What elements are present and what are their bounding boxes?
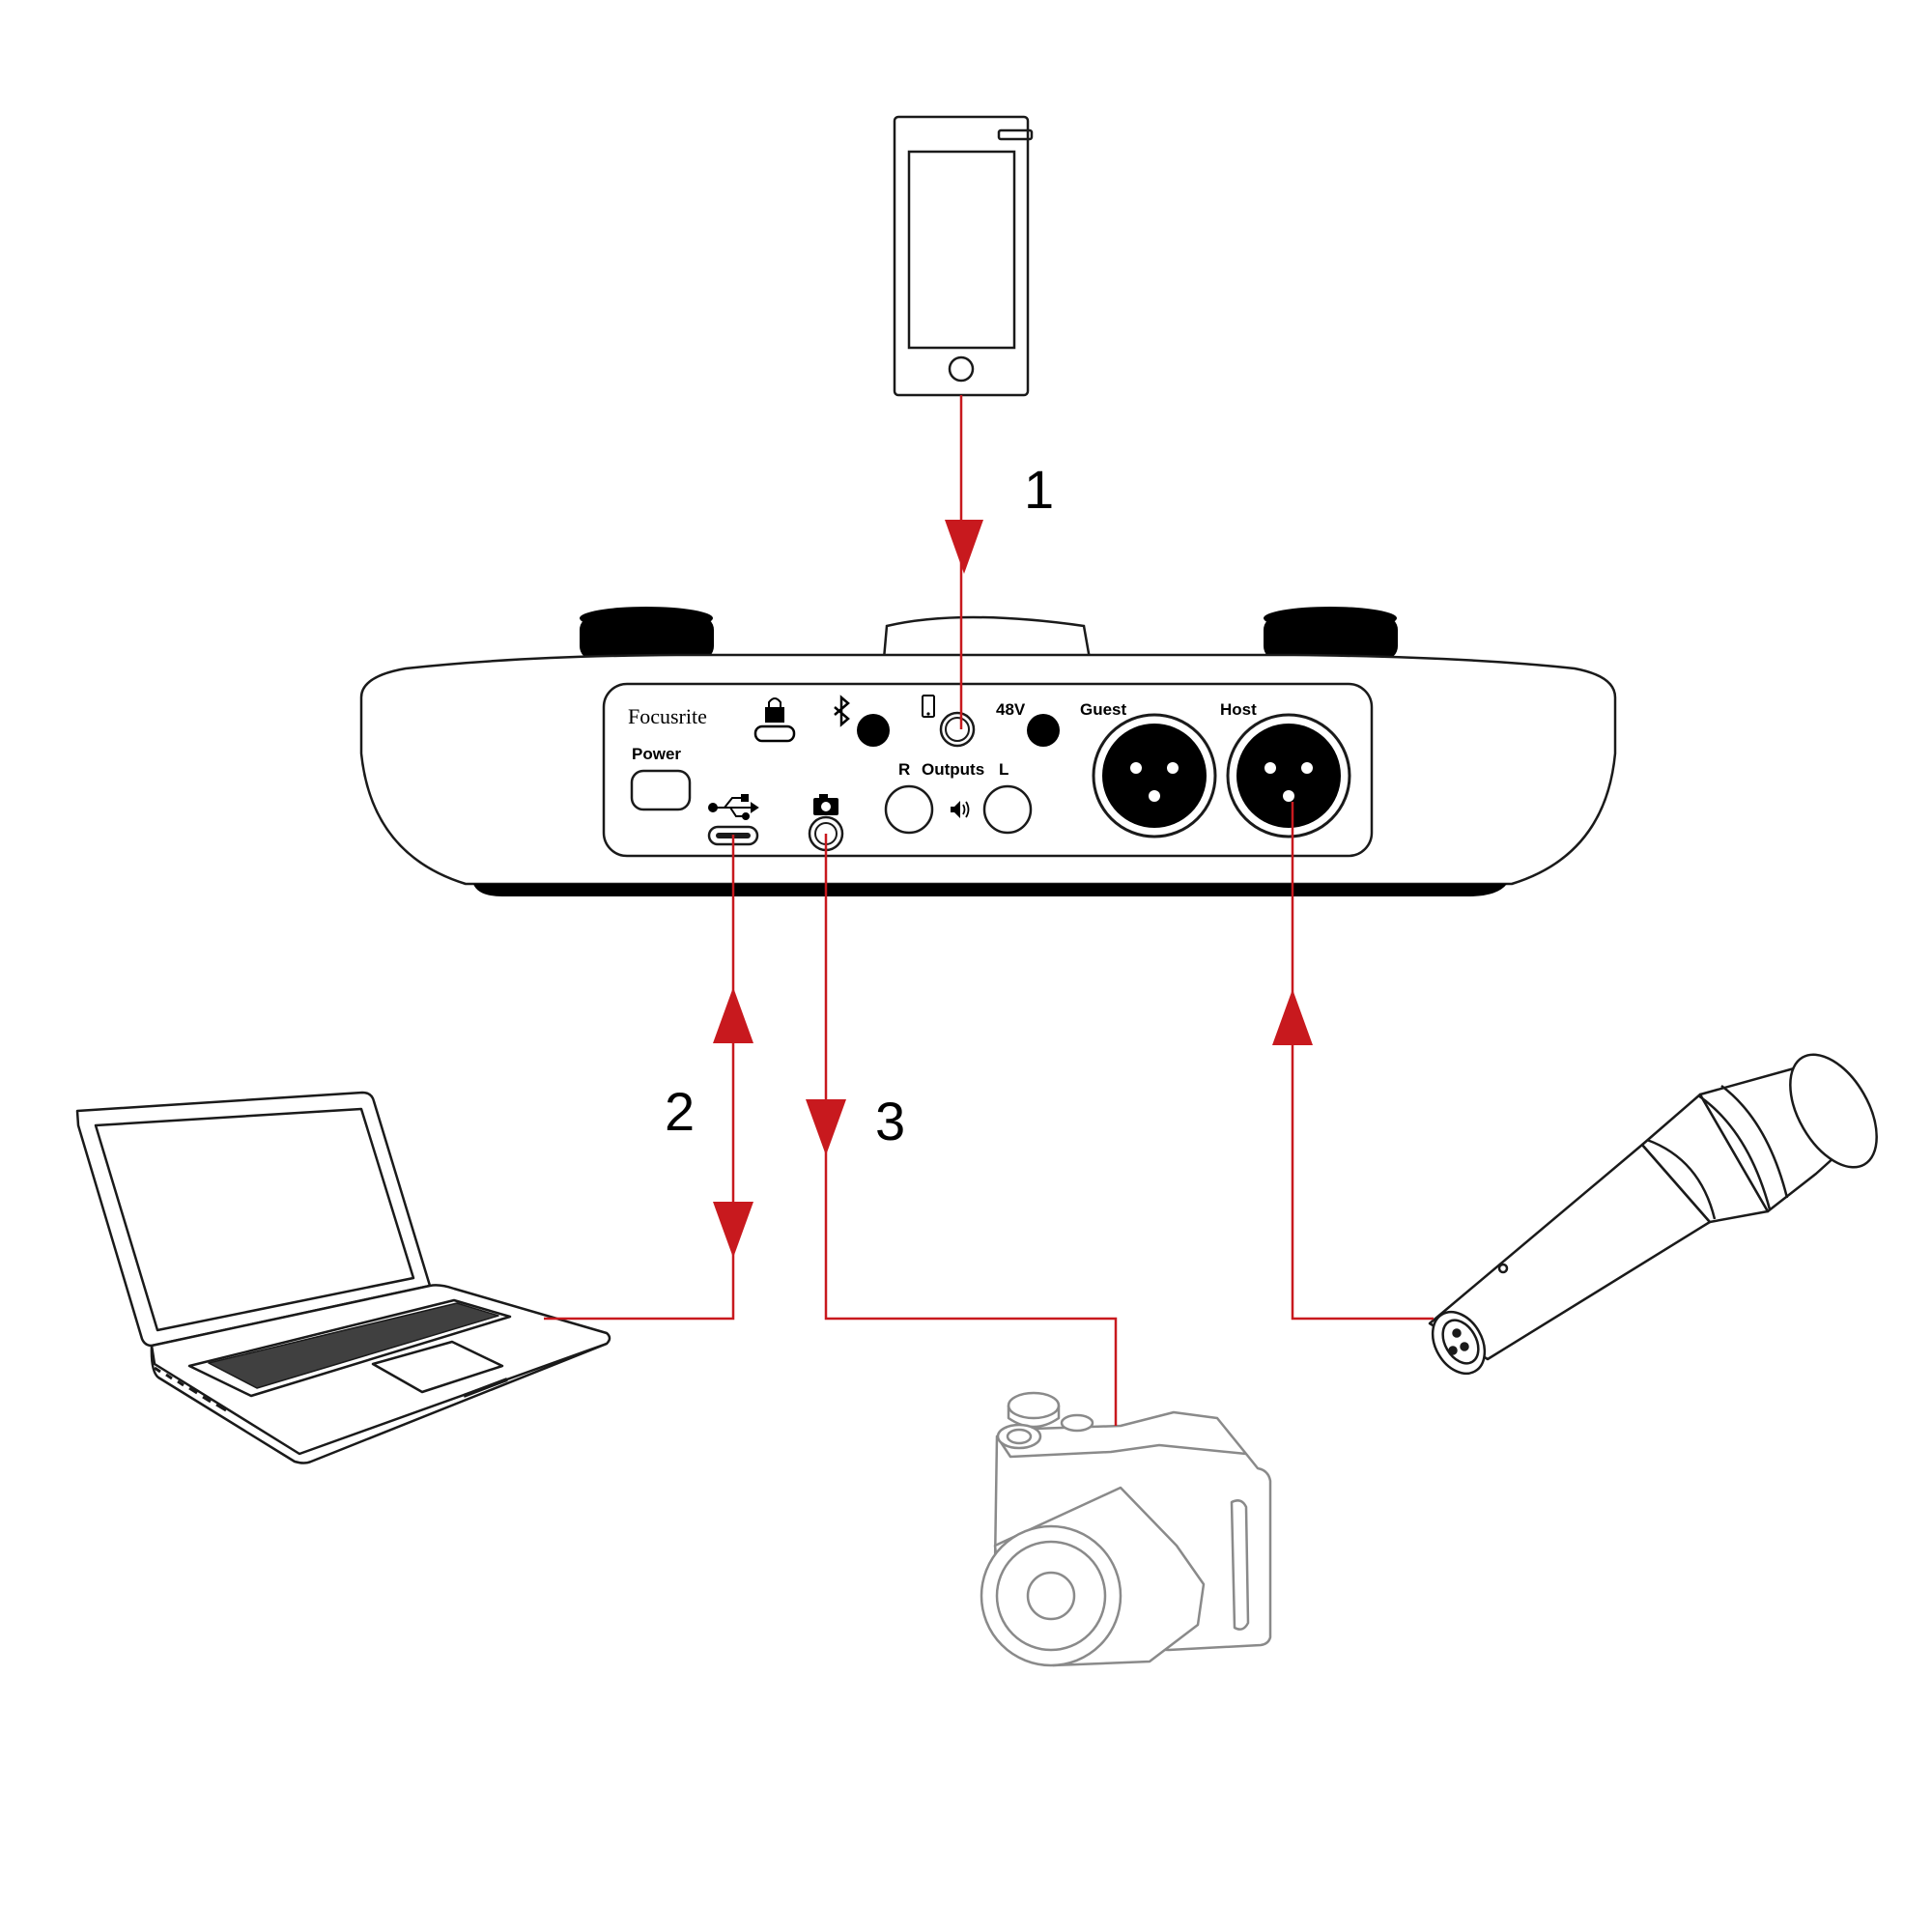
power-button[interactable] (630, 769, 692, 811)
step-3-label: 3 (875, 1091, 905, 1151)
audio-interface: Focusrite Power 48V Guest Host R Outputs… (359, 607, 1617, 896)
guest-label: Guest (1080, 700, 1127, 719)
host-xlr-input[interactable] (1226, 713, 1351, 838)
bluetooth-icon (834, 695, 850, 727)
microphone-icon (1428, 1053, 1878, 1376)
guest-xlr-input[interactable] (1092, 713, 1217, 838)
kensington-lock-icon (753, 697, 796, 743)
arrow-2-up (713, 987, 753, 1043)
camera-output-icon (813, 794, 838, 815)
speaker-icon (951, 801, 970, 818)
output-left-label: L (999, 760, 1009, 779)
arrow-1 (945, 520, 983, 574)
arrow-mic (1272, 989, 1313, 1045)
step-2-label: 2 (665, 1081, 695, 1142)
output-right-jack[interactable] (884, 784, 934, 835)
laptop-keyboard (208, 1302, 499, 1389)
output-left-jack[interactable] (982, 784, 1033, 835)
step-1-label: 1 (1024, 459, 1054, 520)
laptop-icon (75, 1091, 611, 1464)
arrow-2-down (713, 1202, 753, 1258)
camera-icon (980, 1391, 1272, 1667)
bluetooth-button[interactable] (857, 714, 890, 747)
phone-icon (893, 115, 1034, 397)
phone-input-jack[interactable] (939, 711, 976, 748)
outputs-label: Outputs (922, 760, 984, 779)
host-label: Host (1220, 700, 1257, 719)
cable-lines (544, 395, 1434, 1426)
phantom-power-label: 48V (996, 700, 1026, 719)
phone-input-icon (922, 695, 935, 718)
usb-icon (708, 794, 759, 820)
output-right-label: R (898, 760, 910, 779)
phantom-power-button[interactable] (1027, 714, 1060, 747)
brand-logo: Focusrite (628, 704, 707, 728)
arrow-3 (806, 1099, 846, 1155)
power-label: Power (632, 745, 681, 763)
